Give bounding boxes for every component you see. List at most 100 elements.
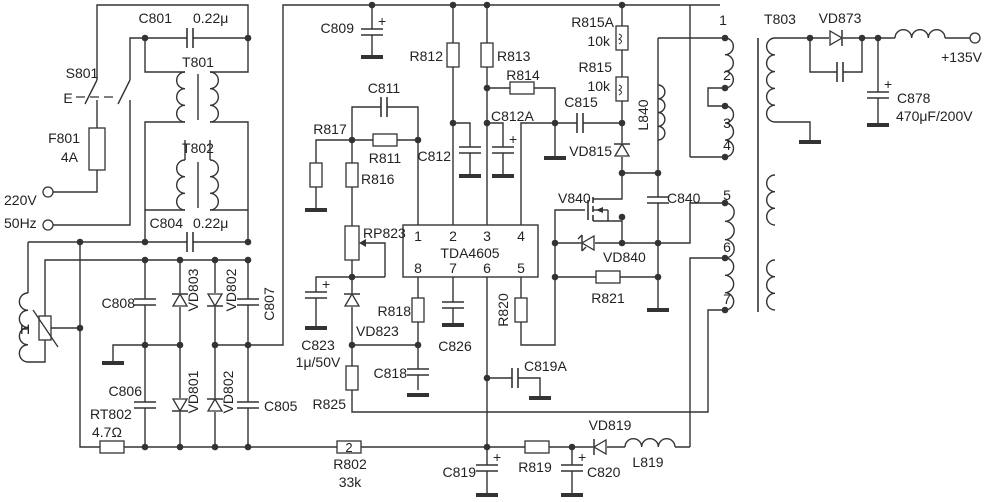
switch-blade bbox=[117, 79, 131, 105]
diode-vd801 bbox=[171, 398, 189, 413]
ic-pin-3: 3 bbox=[483, 228, 491, 244]
l819-label: L819 bbox=[632, 454, 663, 470]
junction-dot bbox=[483, 374, 491, 382]
t803-aux-winding bbox=[766, 174, 776, 226]
diode-vd802 bbox=[206, 397, 224, 412]
t803-pin-7: 7 bbox=[723, 291, 731, 307]
mask bbox=[236, 402, 260, 408]
c826-label: C826 bbox=[438, 338, 472, 354]
junction-dot bbox=[551, 119, 559, 127]
junction-dot bbox=[618, 119, 626, 127]
fusible-mark bbox=[617, 33, 622, 45]
mask bbox=[187, 230, 193, 254]
junction-dot bbox=[721, 153, 729, 161]
wire bbox=[53, 100, 131, 226]
t803-winding-3-4 bbox=[724, 105, 735, 158]
terminal-icon bbox=[42, 186, 54, 198]
junction-dot bbox=[76, 238, 84, 246]
r815-label: R815 bbox=[579, 59, 613, 75]
r816-label: R816 bbox=[361, 171, 395, 187]
junction-dot bbox=[141, 34, 149, 42]
vd819-label: VD819 bbox=[589, 417, 632, 433]
capacitor-c809: + bbox=[360, 13, 386, 36]
t803-pin-3: 3 bbox=[723, 115, 731, 131]
t803-pin-5: 5 bbox=[723, 187, 731, 203]
c804-label: C804 bbox=[150, 215, 184, 231]
junction-dot bbox=[721, 199, 729, 207]
wire bbox=[593, 195, 623, 200]
wire bbox=[129, 37, 248, 80]
wire bbox=[210, 121, 249, 211]
diode-triangle bbox=[343, 292, 361, 307]
t802-label: T802 bbox=[182, 140, 214, 156]
mask bbox=[625, 437, 675, 448]
mask bbox=[187, 26, 193, 50]
junction-dot bbox=[348, 273, 356, 281]
resistor-r813 bbox=[480, 42, 494, 68]
junction-dot bbox=[721, 306, 729, 314]
c815-label: C815 bbox=[564, 94, 598, 110]
mask bbox=[360, 29, 384, 35]
capacitor-c818 bbox=[406, 368, 430, 376]
wire bbox=[707, 87, 725, 107]
junction-dot bbox=[618, 213, 626, 221]
wire bbox=[689, 257, 725, 447]
wire bbox=[112, 344, 180, 363]
zener-vd840 bbox=[577, 234, 595, 252]
resistor-r815a bbox=[615, 25, 629, 51]
fuse-label: F801 bbox=[48, 130, 80, 146]
t802-winding bbox=[209, 159, 219, 211]
t803-aux-winding bbox=[766, 259, 776, 311]
c812a-label: C812A bbox=[491, 108, 534, 124]
c811-label: C811 bbox=[368, 80, 401, 96]
c801-value: 0.22μ bbox=[193, 10, 228, 26]
capacitor-c801 bbox=[186, 26, 194, 50]
wire bbox=[315, 139, 418, 163]
output-voltage-label: +135V bbox=[941, 49, 983, 65]
resistor-rt802 bbox=[99, 440, 125, 454]
capacitor-c807 bbox=[236, 298, 260, 306]
diode-vd823 bbox=[343, 292, 361, 307]
mask bbox=[866, 92, 890, 98]
junction-dot bbox=[211, 443, 219, 451]
inductor-l840 bbox=[657, 84, 666, 141]
junction-dot bbox=[618, 239, 626, 247]
t803-winding-6-7 bbox=[724, 257, 735, 311]
junction-dot bbox=[141, 256, 149, 264]
r819-label: R819 bbox=[518, 459, 552, 475]
capacitor-c805 bbox=[236, 401, 260, 409]
resistor-r817 bbox=[309, 162, 323, 188]
junction-dot bbox=[551, 273, 559, 281]
wire bbox=[520, 122, 622, 225]
junction-dot bbox=[483, 443, 491, 451]
resistor-r812 bbox=[446, 42, 460, 68]
junction-dot bbox=[721, 254, 729, 262]
t803-winding-5-6 bbox=[724, 202, 735, 259]
ic-tda4605 bbox=[402, 224, 539, 278]
t803-pin-4: 4 bbox=[723, 137, 731, 153]
mains-frequency: 50Hz bbox=[4, 215, 37, 231]
polarity-plus-icon: + bbox=[509, 131, 517, 147]
resistor-r819 bbox=[524, 440, 550, 454]
vd815-label: VD815 bbox=[569, 143, 612, 159]
degauss-coil-label: H bbox=[20, 321, 30, 337]
vd873-label: VD873 bbox=[819, 10, 862, 26]
junction-dot bbox=[449, 1, 457, 9]
fuse-f801 bbox=[88, 127, 106, 171]
t803-pin-2: 2 bbox=[723, 67, 731, 83]
junction-dot bbox=[176, 256, 184, 264]
c840-label: C840 bbox=[667, 190, 701, 206]
capacitor-c812 bbox=[458, 146, 482, 154]
mask bbox=[475, 465, 499, 471]
junction-dot bbox=[654, 239, 662, 247]
r802-value: 33k bbox=[339, 474, 363, 490]
inductor-l819 bbox=[624, 438, 676, 448]
r817-label: R817 bbox=[313, 121, 347, 137]
t801-winding bbox=[176, 71, 186, 123]
junction-dot bbox=[348, 341, 356, 349]
ic-pin-7: 7 bbox=[449, 260, 457, 276]
ic-pin-4: 4 bbox=[517, 228, 525, 244]
c878-value: 470μF/200V bbox=[896, 108, 973, 124]
polarity-plus-icon: + bbox=[493, 449, 501, 465]
